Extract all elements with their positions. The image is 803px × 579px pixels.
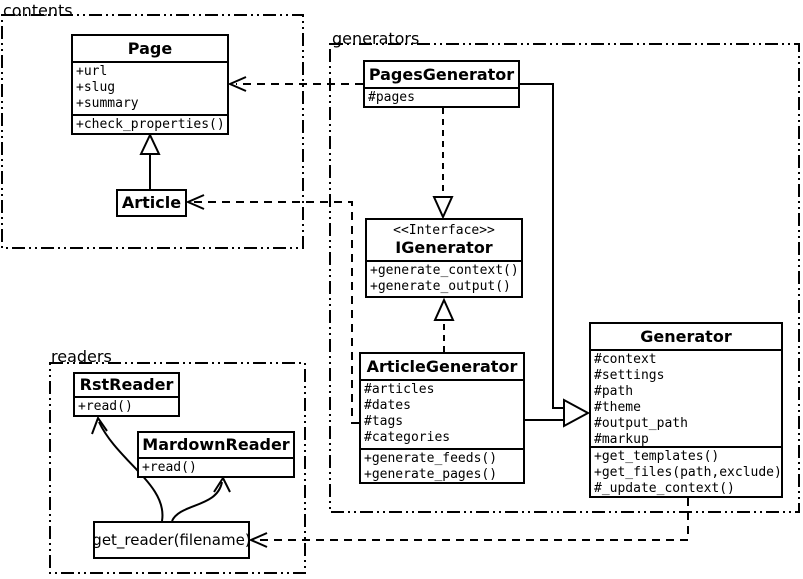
package-label-readers: readers [51, 347, 112, 366]
function-box-get-reader: get_reader(filename) [92, 521, 251, 559]
uml-method: +generate_output() [370, 279, 511, 294]
package-border-generators [329, 43, 800, 513]
uml-method: +read() [78, 399, 133, 414]
uml-attribute: #pages [368, 90, 415, 105]
inheritance-triangle-generator [563, 398, 591, 428]
open-arrowhead-article [185, 194, 205, 210]
uml-attribute: #path [594, 384, 634, 399]
function-label: get_reader(filename) [92, 531, 251, 549]
class-title: MardownReader [142, 435, 290, 454]
uml-attribute: #markup [594, 432, 649, 446]
open-arrowhead-rstreader [91, 415, 108, 435]
package-label-contents: contents [3, 1, 73, 20]
realization-triangle-igenerator-bottom [433, 297, 455, 321]
uml-attribute: #categories [364, 430, 451, 445]
class-title: <<Interface>> IGenerator [367, 220, 521, 260]
open-arrowhead-getreader [248, 532, 268, 548]
class-title: ArticleGenerator [366, 357, 518, 376]
class-title: Generator [640, 327, 732, 346]
inheritance-triangle-page [139, 132, 161, 155]
uml-attribute: #output_path [594, 416, 688, 431]
class-title: RstReader [79, 375, 174, 394]
open-arrowhead-page [227, 76, 247, 92]
uml-attribute: #settings [594, 368, 665, 383]
class-title: Article [121, 193, 182, 212]
uml-method: +get_templates() [594, 449, 720, 464]
class-pagesgenerator: PagesGenerator #pages [363, 60, 520, 108]
uml-attribute: #articles [364, 382, 435, 397]
methods-compartment: +generate_feeds() +generate_pages() [361, 448, 523, 482]
attributes-compartment: #articles #dates #tags #categories [361, 379, 523, 448]
uml-attribute: +url [76, 64, 108, 79]
class-article: Article [116, 189, 187, 217]
uml-method: +check_properties() [76, 117, 225, 132]
edge-generator-uses-getreader [257, 498, 689, 541]
attributes-compartment: #pages [365, 87, 518, 106]
uml-method: +generate_context() [370, 263, 519, 278]
package-label-generators: generators [332, 29, 420, 48]
class-rstreader: RstReader +read() [73, 372, 180, 417]
methods-compartment: +check_properties() [73, 114, 227, 133]
edge-articlegenerator-uses-article [194, 201, 359, 424]
methods-compartment: +read() [139, 457, 293, 476]
uml-attribute: #context [594, 352, 657, 367]
edge-pagesgenerator-extends-generator [520, 83, 564, 409]
realization-triangle-igenerator-top [432, 196, 454, 220]
class-page: Page +url +slug +summary +check_properti… [71, 34, 229, 135]
uml-method: +get_files(path,exclude) [594, 465, 781, 480]
methods-compartment: +get_templates() +get_files(path,exclude… [591, 446, 781, 496]
stereotype-label: <<Interface>> [393, 223, 495, 238]
uml-method: +generate_pages() [364, 467, 498, 482]
methods-compartment: +read() [75, 396, 178, 415]
class-title: PagesGenerator [368, 65, 515, 84]
interface-name: IGenerator [395, 238, 493, 257]
package-border-contents [1, 14, 304, 249]
class-generator: Generator #context #settings #path #them… [589, 322, 783, 498]
edge-getreader-to-mardownreader [171, 481, 223, 522]
class-mardownreader: MardownReader +read() [137, 431, 295, 478]
package-border-readers [49, 362, 306, 574]
uml-attribute: #dates [364, 398, 411, 413]
attributes-compartment: #context #settings #path #theme #output_… [591, 349, 781, 446]
methods-compartment: +generate_context() +generate_output() [367, 260, 521, 296]
uml-attribute: +summary [76, 96, 139, 111]
uml-method: +read() [142, 460, 197, 475]
interface-igenerator: <<Interface>> IGenerator +generate_conte… [365, 218, 523, 298]
uml-attribute: #theme [594, 400, 641, 415]
uml-method: #_update_context() [594, 481, 735, 496]
attributes-compartment: +url +slug +summary [73, 61, 227, 114]
open-arrowhead-mardownreader [213, 475, 231, 493]
uml-method: +generate_feeds() [364, 451, 498, 466]
uml-attribute: #tags [364, 414, 404, 429]
class-articlegenerator: ArticleGenerator #articles #dates #tags … [359, 352, 525, 484]
uml-attribute: +slug [76, 80, 116, 95]
class-title: Page [127, 39, 173, 58]
